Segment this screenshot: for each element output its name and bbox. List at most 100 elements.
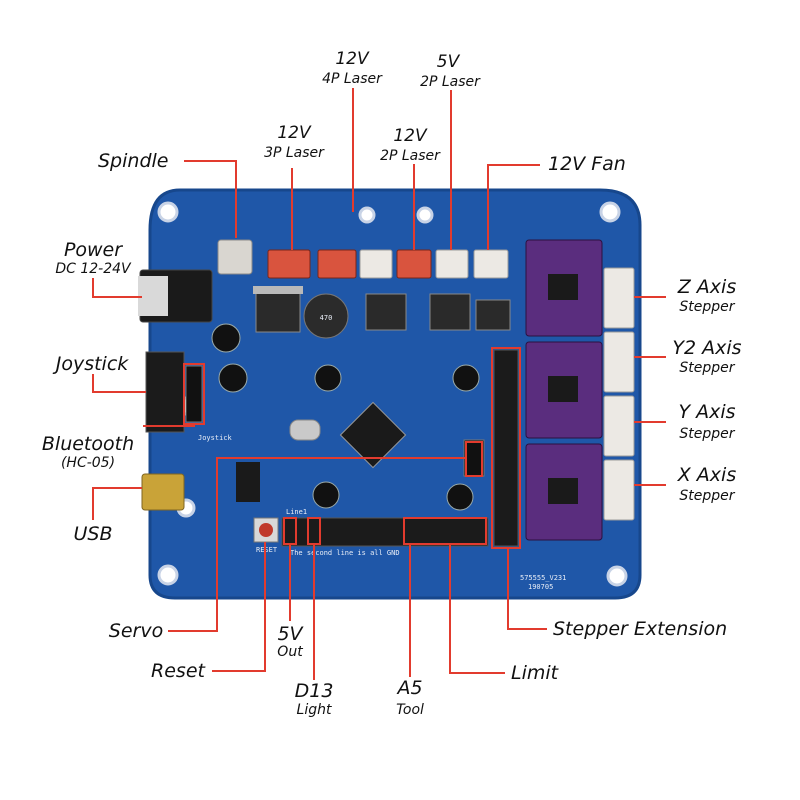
stepper-ext-line (507, 548, 547, 630)
z-axis-label: Z Axis (677, 276, 737, 298)
spindle-connector (217, 239, 253, 275)
joystick-header (145, 351, 185, 433)
spindle-label: Spindle (98, 150, 168, 172)
capacitor (446, 483, 474, 511)
power-components: 470 (253, 286, 511, 339)
stepper-extension-header (493, 349, 519, 547)
capacitor (312, 481, 340, 509)
labels: Spindle 12V 3P Laser 12V 4P Laser 12V 2P… (42, 49, 742, 718)
controller-board: 470 Joystick RESET Line1 (138, 188, 642, 600)
reset-line (212, 542, 266, 672)
joystick-silk: Joystick (198, 434, 233, 442)
bluetooth-header (185, 365, 203, 423)
driver-chip (548, 376, 578, 402)
regulator (255, 289, 301, 333)
mounting-hole (358, 206, 376, 224)
connector-white-a (359, 249, 393, 279)
reset-label: Reset (151, 660, 206, 682)
callout-lines (92, 88, 666, 680)
x-axis-label: X Axis (677, 464, 737, 486)
mosfet (475, 299, 511, 331)
y2-stepper-connector (603, 331, 635, 393)
driver-chip (548, 274, 578, 300)
laser-4p-connector (317, 249, 357, 279)
limit-label: Limit (511, 662, 560, 684)
spindle-line (184, 160, 237, 238)
version-silk-2: 190705 (528, 583, 553, 591)
y-stepper-connector (603, 395, 635, 457)
laser-2p5-label: 2P Laser (420, 74, 481, 90)
regulator-tab (253, 286, 303, 294)
reset-silk: RESET (256, 546, 278, 554)
capacitor (452, 364, 480, 392)
top-connectors (217, 239, 509, 279)
version-silk: 575555_V231 (520, 574, 566, 582)
bluetooth-label: Bluetooth (42, 433, 134, 455)
mounting-hole (416, 206, 434, 224)
laser-3p-voltage: 12V (277, 123, 312, 143)
stepper-ext-highlight (491, 347, 521, 549)
crystal (289, 419, 321, 441)
power-jack-face (138, 276, 168, 316)
d13-sub-label: Light (297, 702, 332, 718)
mounting-hole (157, 564, 179, 586)
laser-2p5-voltage: 5V (437, 52, 461, 72)
a5-label: A5 (395, 677, 422, 699)
laser-3p-label: 3P Laser (264, 145, 325, 161)
power-sub-label: DC 12-24V (55, 261, 132, 277)
capacitor (211, 323, 241, 353)
mounting-hole (606, 565, 628, 587)
fan-connector (473, 249, 509, 279)
laser-4p-voltage: 12V (335, 49, 370, 69)
a5-limit-highlight (403, 517, 487, 545)
stepper-ext-label: Stepper Extension (553, 618, 727, 640)
a5-sub-label: Tool (396, 702, 424, 718)
laser-3p-connector (267, 249, 311, 279)
z-stepper-connector (603, 267, 635, 329)
laser-2p12-connector (396, 249, 432, 279)
joystick-line (92, 374, 146, 393)
y-axis-label: Y Axis (678, 401, 735, 423)
servo-label: Servo (109, 620, 163, 642)
out5v-sub-label: Out (277, 644, 303, 660)
joystick-label: Joystick (52, 353, 130, 375)
power-line (92, 278, 142, 298)
laser-2p12-label: 2P Laser (380, 148, 441, 164)
laser-2p5-connector (435, 249, 469, 279)
d13-label: D13 (295, 680, 334, 702)
usb-line (92, 487, 142, 520)
stepper-connectors (603, 267, 635, 521)
limit-line (449, 544, 505, 674)
mosfet (365, 293, 407, 331)
inductor (303, 293, 349, 339)
capacitor (218, 363, 248, 393)
reset-button-cap (259, 523, 273, 537)
fan-label: 12V Fan (548, 153, 626, 175)
inductor-marking: 470 (320, 314, 333, 322)
servo-line (168, 457, 466, 632)
laser-2p12-voltage: 12V (393, 126, 428, 146)
x-axis-sub: Stepper (679, 488, 735, 504)
gnd-note-silk: The second line is all GND (290, 549, 400, 557)
usb-label: USB (73, 523, 112, 545)
y2-axis-label: Y2 Axis (672, 337, 741, 359)
bluetooth-sub-label: (HC-05) (61, 455, 115, 471)
bottom-pin-header (281, 517, 489, 547)
out5v-voltage: 5V (277, 623, 304, 645)
driver-chip (548, 478, 578, 504)
mcu-chip (339, 401, 407, 469)
mosfet (429, 293, 471, 331)
line1-silk: Line1 (286, 508, 307, 516)
power-label: Power (64, 239, 123, 261)
mounting-hole (157, 201, 179, 223)
fan-line (487, 164, 540, 250)
y-axis-sub: Stepper (679, 426, 735, 442)
capacitor (314, 364, 342, 392)
laser-4p-label: 4P Laser (322, 71, 383, 87)
mounting-hole (599, 201, 621, 223)
capacitors (211, 323, 480, 511)
usb-port (141, 473, 185, 511)
stepper-drivers (525, 239, 603, 541)
usb-chip (236, 462, 260, 502)
